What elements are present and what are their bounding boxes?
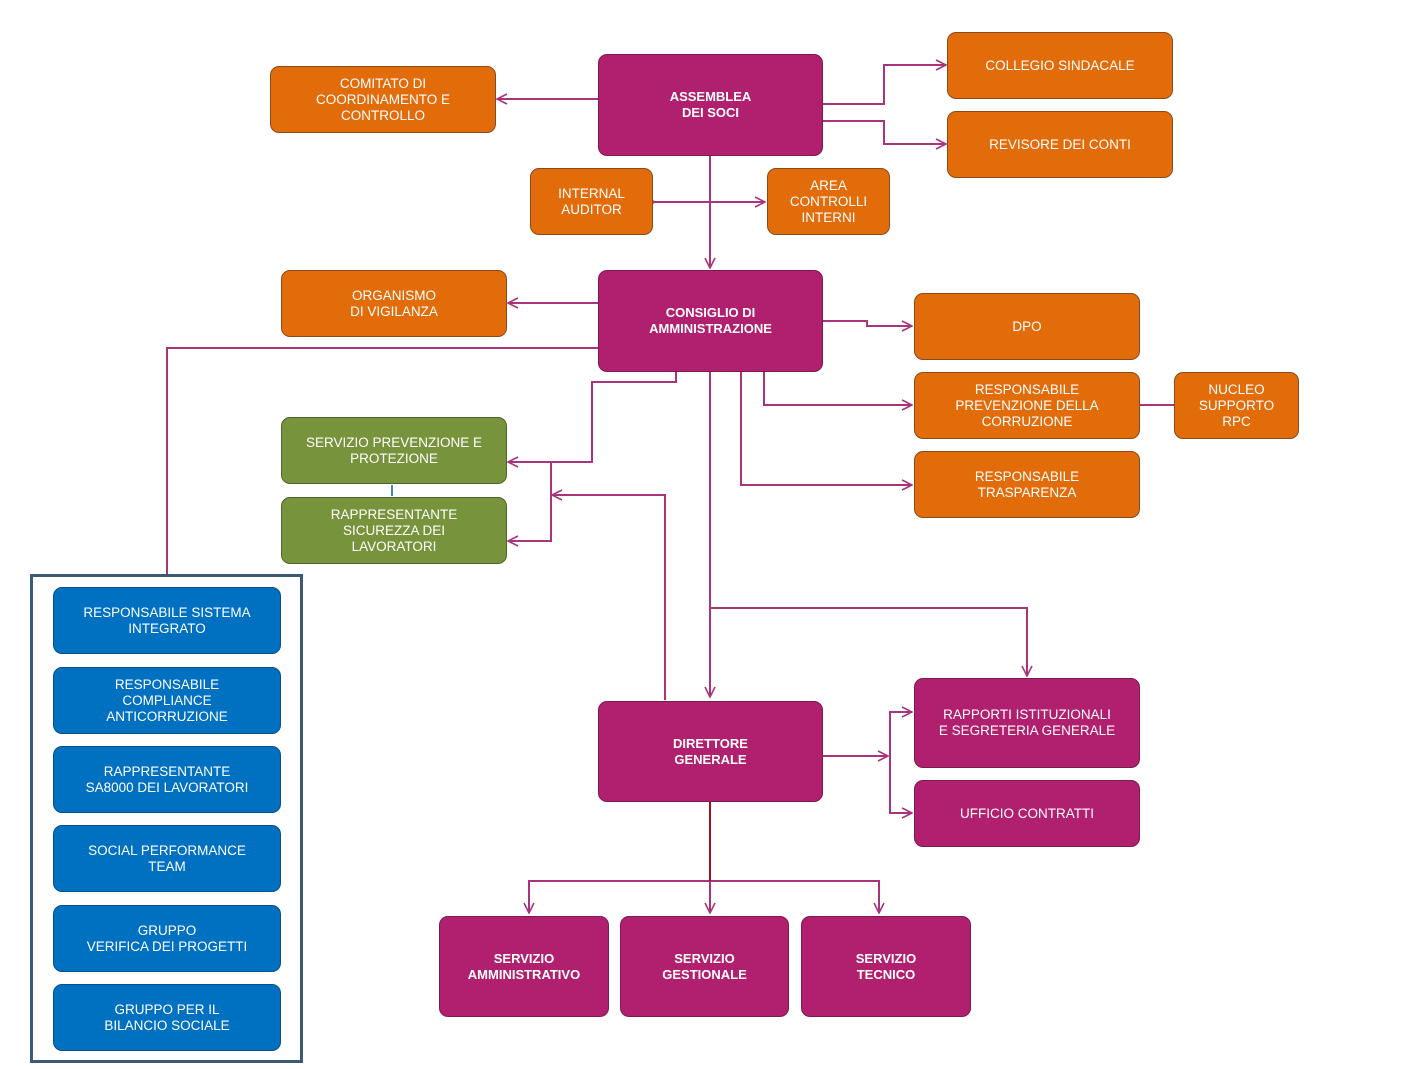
connector-direttore-sicurezza [552, 495, 666, 700]
node-ufficio-contratti: UFFICIO CONTRATTI [914, 780, 1140, 847]
connector-staff-contratti [889, 756, 912, 813]
node-organismo-vigilanza: ORGANISMO DI VIGILANZA [281, 270, 507, 337]
node-dpo: DPO [914, 293, 1140, 360]
connector-assemblea-collegio [823, 65, 946, 105]
node-side-group-item: RAPPRESENTANTE SA8000 DEI LAVORATORI [53, 746, 281, 813]
connector-bracket-rls [508, 462, 552, 541]
node-side-group-item: GRUPPO PER IL BILANCIO SOCIALE [53, 984, 281, 1051]
connector-assemblea-revisore [823, 120, 946, 144]
node-servizio-amministrativo: SERVIZIO AMMINISTRATIVO [439, 916, 609, 1017]
node-direttore-generale: DIRETTORE GENERALE [598, 701, 823, 802]
node-collegio-sindacale: COLLEGIO SINDACALE [947, 32, 1173, 99]
node-rpc: RESPONSABILE PREVENZIONE DELLA CORRUZION… [914, 372, 1140, 439]
node-servizio-tecnico: SERVIZIO TECNICO [801, 916, 971, 1017]
node-area-controlli: AREA CONTROLLI INTERNI [767, 168, 890, 235]
connector-consiglio-trasparenza [740, 372, 912, 485]
connector-consiglio-rapporti [710, 607, 1027, 676]
connector-consiglio-rpc [763, 372, 912, 405]
node-consiglio-amministrazione: CONSIGLIO DI AMMINISTRAZIONE [598, 270, 823, 372]
node-side-group-item: RESPONSABILE COMPLIANCE ANTICORRUZIONE [53, 667, 281, 734]
node-side-group-item: GRUPPO VERIFICA DEI PROGETTI [53, 905, 281, 972]
node-servizio-prevenzione: SERVIZIO PREVENZIONE E PROTEZIONE [281, 417, 507, 484]
node-rappresentante-sicurezza: RAPPRESENTANTE SICUREZZA DEI LAVORATORI [281, 497, 507, 564]
node-revisore-conti: REVISORE DEI CONTI [947, 111, 1173, 178]
node-servizio-gestionale: SERVIZIO GESTIONALE [620, 916, 789, 1017]
connector-consiglio-sidegroup [166, 347, 598, 574]
side-group-frame [30, 574, 303, 1063]
node-side-group-item: SOCIAL PERFORMANCE TEAM [53, 825, 281, 892]
node-side-group-item: RESPONSABILE SISTEMA INTEGRATO [53, 587, 281, 654]
node-trasparenza: RESPONSABILE TRASPARENZA [914, 451, 1140, 518]
node-rapporti-istituzionali: RAPPORTI ISTITUZIONALI E SEGRETERIA GENE… [914, 678, 1140, 768]
connector-consiglio-dpo [823, 320, 912, 326]
node-nucleo-supporto: NUCLEO SUPPORTO RPC [1174, 372, 1299, 439]
connector-direttore-servizi [528, 880, 879, 913]
node-internal-auditor: INTERNAL AUDITOR [530, 168, 653, 235]
connector-staff-rapporti [889, 712, 912, 800]
node-comitato: COMITATO DI COORDINAMENTO E CONTROLLO [270, 66, 496, 133]
connector-consiglio-spp [508, 372, 677, 462]
node-assemblea-soci: ASSEMBLEA DEI SOCI [598, 54, 823, 156]
